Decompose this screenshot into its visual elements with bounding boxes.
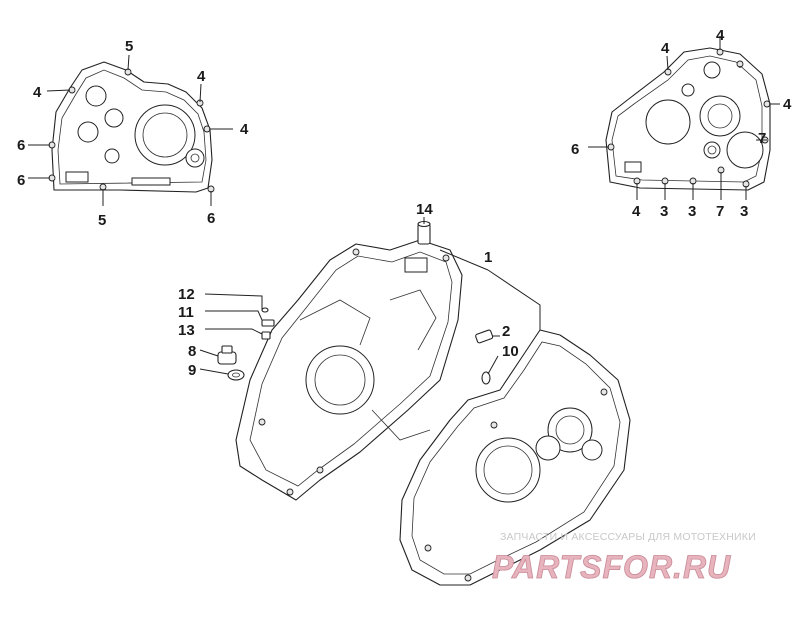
dowel-pin-14	[417, 220, 431, 245]
callout-4-left-upper-right: 4	[197, 68, 206, 85]
drain-plug-8	[217, 345, 237, 365]
callout-12: 12	[178, 286, 195, 303]
o-ring-10	[481, 371, 491, 385]
dowel-pin-2	[475, 329, 494, 344]
watermark-caption: ЗАПЧАСТИ И АКСЕССУАРЫ ДЛЯ МОТОТЕХНИКИ	[500, 531, 756, 543]
callout-4-left-top: 4	[33, 84, 42, 101]
washer-9	[227, 369, 245, 381]
callout-5-bottom: 5	[98, 212, 106, 229]
callout-10: 10	[502, 343, 519, 360]
callout-8: 8	[188, 343, 196, 360]
left-crankcase-half-view	[28, 54, 233, 206]
callout-6-left-lower: 6	[17, 172, 25, 189]
callout-14: 14	[416, 201, 433, 218]
leader-lines	[199, 217, 541, 375]
partsfor-logo: PARTSFOR.RU	[492, 549, 731, 586]
callout-4-right-top: 4	[716, 27, 725, 44]
callout-9: 9	[188, 362, 196, 379]
oring-12	[261, 307, 269, 313]
callout-6-right: 6	[571, 141, 579, 158]
callout-6-left-upper: 6	[17, 137, 25, 154]
callout-1: 1	[484, 249, 492, 266]
fitting-11	[261, 319, 275, 327]
callout-13: 13	[178, 322, 195, 339]
right-crankcase-half	[399, 329, 631, 586]
callout-6-left-bottom: 6	[207, 210, 215, 227]
callout-4-left-right: 4	[240, 121, 249, 138]
callout-7-right-upper: 7	[758, 130, 766, 147]
svg-text:PARTSFOR.RU: PARTSFOR.RU	[492, 549, 731, 585]
callout-4-right-bottom: 4	[632, 203, 641, 220]
callout-3-second: 3	[688, 203, 696, 220]
callout-7-right-lower: 7	[716, 203, 724, 220]
fitting-13	[261, 331, 271, 340]
callout-5-top: 5	[125, 38, 133, 55]
callout-3-third: 3	[740, 203, 748, 220]
callout-11: 11	[178, 304, 194, 321]
callout-4-right-side: 4	[783, 96, 792, 113]
callout-4-right-top-left: 4	[661, 40, 670, 57]
callout-3-first: 3	[660, 203, 668, 220]
right-crankcase-half-view	[588, 36, 780, 200]
left-crankcase-half	[235, 239, 463, 501]
callout-2: 2	[502, 323, 510, 340]
